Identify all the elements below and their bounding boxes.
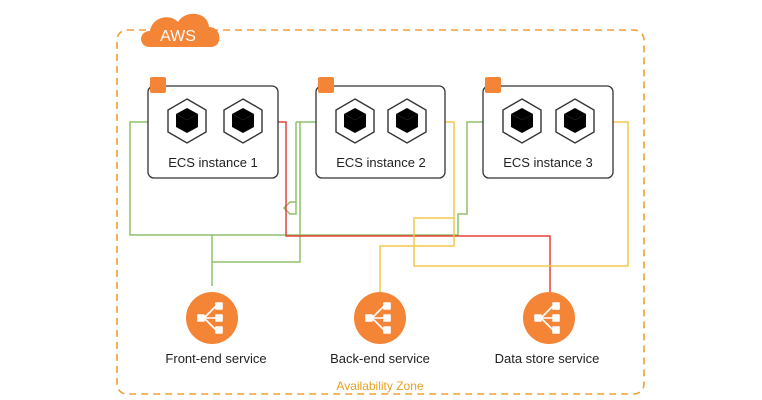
aws-label: AWS bbox=[160, 28, 196, 45]
availability-zone-label: Availability Zone bbox=[336, 379, 423, 393]
load-balancer-icon bbox=[354, 292, 406, 344]
service-label: Back-end service bbox=[330, 351, 430, 366]
ecs-instance-label: ECS instance 1 bbox=[168, 155, 258, 170]
connections bbox=[129, 121, 629, 292]
ecs-instance-marker-icon bbox=[318, 77, 334, 93]
back-end-service: Back-end service bbox=[330, 292, 430, 366]
data-store-connection-line bbox=[379, 121, 455, 292]
aws-cloud-icon bbox=[141, 13, 220, 48]
availability-zone-border bbox=[116, 29, 645, 395]
front-end-connection-line bbox=[212, 122, 301, 263]
ecs-instance-1: ECS instance 1 bbox=[147, 77, 279, 179]
load-balancer-icon bbox=[186, 292, 238, 344]
ecs-instance-label: ECS instance 3 bbox=[503, 155, 593, 170]
aws-cloud: AWS bbox=[141, 13, 220, 48]
load-balancer-icon bbox=[523, 292, 575, 344]
front-end-connection-line bbox=[129, 121, 492, 236]
ecs-instance-2: ECS instance 2 bbox=[315, 77, 446, 179]
ecs-instance-marker-icon bbox=[485, 77, 501, 93]
data-store-connection-line bbox=[413, 121, 629, 267]
front-end-connection-line bbox=[282, 122, 297, 215]
availability-zone: Availability Zone bbox=[116, 29, 645, 395]
ecs-instance-label: ECS instance 2 bbox=[336, 155, 426, 170]
ecs-instance-3: ECS instance 3 bbox=[482, 77, 614, 179]
data-store-service: Data store service bbox=[495, 292, 600, 366]
service-label: Data store service bbox=[495, 351, 600, 366]
back-end-connection-line bbox=[265, 121, 551, 292]
service-label: Front-end service bbox=[165, 351, 266, 366]
front-end-service: Front-end service bbox=[165, 292, 267, 366]
ecs-instance-marker-icon bbox=[150, 77, 166, 93]
